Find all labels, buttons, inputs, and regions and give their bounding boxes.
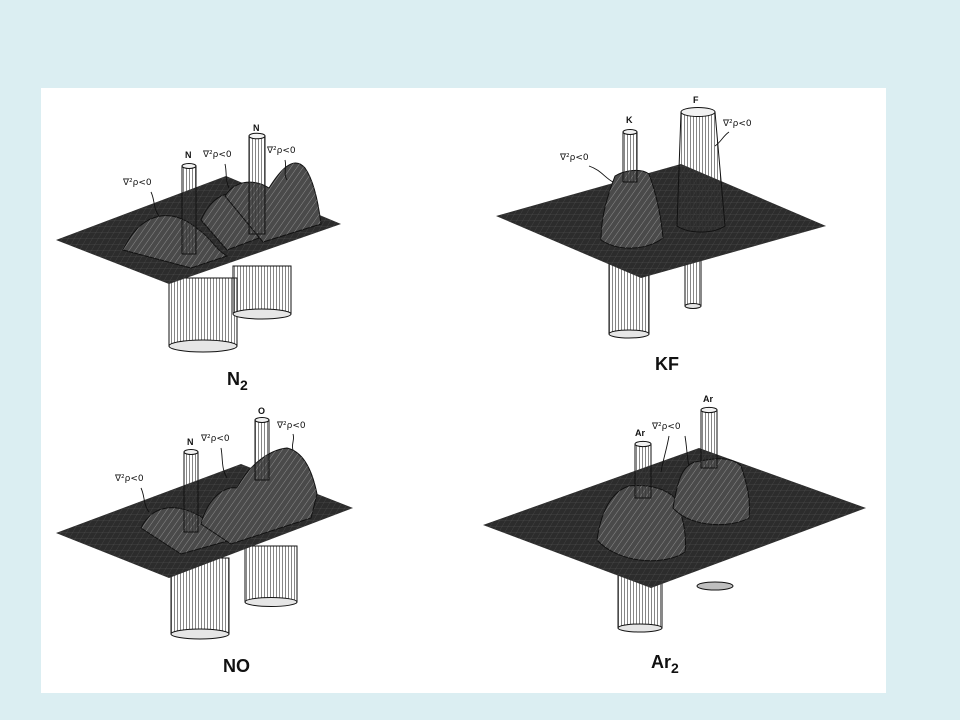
lower-cylinder-right [232,265,292,315]
atom-pillar-n [183,451,199,533]
atom-label: Ar [635,428,645,438]
atom-label: K [626,115,633,125]
atom-pillar-k [622,131,638,183]
laplacian-surface-figure: N N ∇²ρ<0 ∇²ρ<0 ∇²ρ<0 N2 K F ∇²ρ<0 [56,95,866,676]
laplacian-annotation: ∇²ρ<0 [722,119,752,129]
atom-pillar-ar-left [634,443,652,499]
plot-kf: K F ∇²ρ<0 ∇²ρ<0 KF [496,95,826,374]
atom-pillar-ar-right [700,409,718,469]
molecule-label: NO [223,656,250,676]
molecule-label: N2 [227,369,248,393]
atom-label: Ar [703,394,713,404]
molecule-label: Ar2 [651,652,679,676]
figure-panel: N N ∇²ρ<0 ∇²ρ<0 ∇²ρ<0 N2 K F ∇²ρ<0 [41,88,886,693]
laplacian-annotation: ∇²ρ<0 [200,434,230,444]
plot-n2: N N ∇²ρ<0 ∇²ρ<0 ∇²ρ<0 N2 [56,123,341,393]
lower-cylinder-left [168,277,238,347]
laplacian-annotation: ∇²ρ<0 [266,146,296,156]
atom-label: N [185,150,192,160]
plot-ar2: Ar Ar ∇²ρ<0 Ar2 [483,394,866,676]
plot-no: N O ∇²ρ<0 ∇²ρ<0 ∇²ρ<0 NO [56,406,353,676]
atom-pillar-n-right [248,135,266,235]
atom-label: N [253,123,260,133]
atom-label: O [258,406,265,416]
atom-label: N [187,437,194,447]
atom-label: F [693,95,699,105]
laplacian-annotation: ∇²ρ<0 [651,422,681,432]
atom-pillar-f [676,111,726,233]
laplacian-annotation: ∇²ρ<0 [114,474,144,484]
lower-cylinder-o [244,545,298,603]
molecule-label: KF [655,354,679,374]
laplacian-annotation: ∇²ρ<0 [122,178,152,188]
laplacian-annotation: ∇²ρ<0 [202,150,232,160]
lower-cylinder-ar-right [696,581,734,591]
laplacian-annotation: ∇²ρ<0 [559,153,589,163]
atom-pillar-o [254,419,270,481]
laplacian-annotation: ∇²ρ<0 [276,421,306,431]
atom-pillar-n-left [181,165,197,255]
